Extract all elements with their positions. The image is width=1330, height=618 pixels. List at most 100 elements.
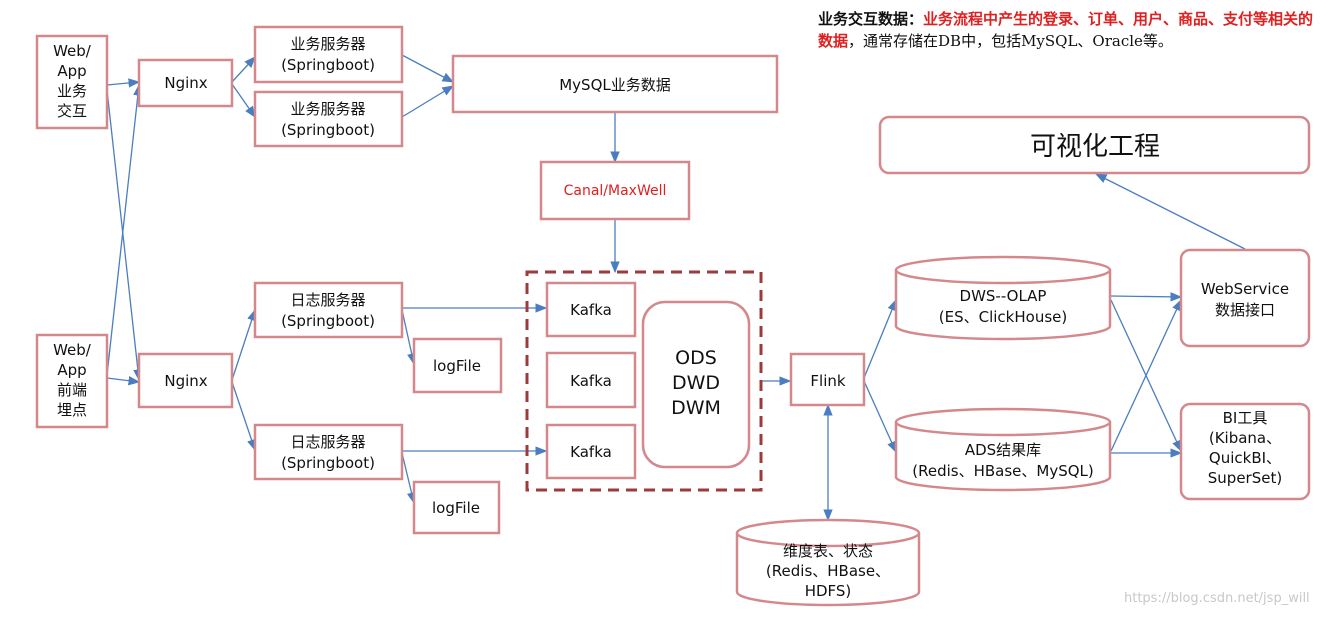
edge-dws-webservice (1110, 292, 1183, 302)
node-log-server-1: 日志服务器 (Springboot) (253, 281, 404, 339)
edge-log2-logfile2 (401, 452, 417, 505)
node-web-app-biz: Web/App 业务交互 (35, 34, 109, 130)
edge-nginx-log1 (231, 308, 257, 381)
node-nginx-bottom: Nginx (137, 352, 234, 409)
ods-line-2: DWD (672, 372, 720, 394)
ods-line-1: ODS (675, 347, 717, 369)
logfile-2-label: logFile (432, 499, 480, 517)
watermark: https://blog.csdn.net/jsp_will (1124, 591, 1310, 606)
edge-nginx-log2 (231, 381, 257, 452)
node-mysql: MySQL业务数据 (451, 54, 779, 114)
edge-trackapp-nginx-bottom (106, 376, 141, 386)
web-app-track-line-3: 前端 (57, 381, 87, 399)
node-canal: Canal/MaxWell (539, 160, 691, 221)
web-app-track-line-1: Web/ (53, 341, 92, 359)
bi-line-3: QuickBI、 (1209, 449, 1281, 467)
kafka-warehouse-group (525, 270, 763, 492)
bi-line-4: SuperSet) (1208, 469, 1282, 487)
edge-ads-webservice (1110, 298, 1182, 452)
nginx-top-label: Nginx (164, 74, 207, 92)
biz-server-2-line-1: 业务服务器 (290, 100, 365, 118)
node-bi: BI工具 (Kibana、 QuickBI、 SuperSet) (1179, 402, 1311, 501)
node-visual: 可视化工程 (878, 115, 1311, 175)
logfile-1-label: logFile (433, 357, 481, 375)
edge-webservice-visual (1094, 173, 1246, 250)
node-nginx-top: Nginx (137, 58, 234, 108)
edge-trackapp-nginx-top (106, 83, 143, 376)
dws-line-1: DWS--OLAP (960, 287, 1047, 305)
web-app-track-line-2: App (57, 361, 86, 379)
node-web-app-track: Web/App 前端埋点 (35, 333, 109, 429)
edge-biz2-mysql (401, 85, 454, 118)
edge-bizapp-nginx-top (106, 78, 141, 88)
node-logfile-2: logFile (412, 480, 501, 535)
web-app-biz-line-1: Web/ (53, 42, 92, 60)
note-highlight: 业务流程中产生的登录、订单、用户、商品、支付等相关的数据 (818, 10, 1314, 50)
nginx-bottom-label: Nginx (164, 372, 207, 390)
webservice-line-1: WebService (1201, 280, 1289, 298)
note-rest: ，通常存储在DB中，包括MySQL、Oracle等。 (848, 32, 1173, 50)
web-app-biz-line-3: 业务 (57, 82, 87, 100)
biz-server-2-line-2: (Springboot) (281, 121, 375, 139)
edges (106, 54, 1246, 522)
svg-text:ADS结果库(Redis、HBase、MySQL): ADS结果库 (Redis、HBase、MySQL) (912, 441, 1094, 480)
log-server-1-line-2: (Springboot) (281, 312, 375, 330)
svg-text:BI工具(Kibana、QuickBI、SuperSet): BI工具 (Kibana、 QuickBI、 SuperSet) (1208, 409, 1282, 487)
node-ads: ADS结果库 (Redis、HBase、MySQL) (894, 407, 1112, 492)
visual-label: 可视化工程 (1030, 132, 1160, 162)
bi-line-1: BI工具 (1223, 409, 1268, 427)
log-server-1-line-1: 日志服务器 (290, 291, 365, 309)
svg-text:维度表、状态(Redis、HBase、HDFS): 维度表、状态 (Redis、HBase、 HDFS) (766, 542, 890, 600)
ads-line-1: ADS结果库 (965, 441, 1041, 459)
biz-server-1-line-1: 业务服务器 (290, 35, 365, 53)
edge-flink-ads (863, 380, 897, 454)
node-logfile-1: logFile (412, 337, 503, 394)
node-ods: ODS DWD DWM (641, 300, 751, 469)
node-biz-server-2: 业务服务器 (Springboot) (253, 90, 404, 148)
node-kafka-3: Kafka (545, 423, 637, 480)
svg-text:业务服务器(Springboot): 业务服务器 (Springboot) (281, 100, 375, 139)
canal-label: Canal/MaxWell (564, 183, 667, 199)
biz-server-1-line-2: (Springboot) (281, 56, 375, 74)
node-kafka-1: Kafka (545, 281, 637, 338)
node-dws: DWS--OLAP (ES、ClickHouse) (894, 255, 1112, 341)
kafka-2-label: Kafka (570, 372, 612, 390)
node-kafka-2: Kafka (545, 351, 637, 409)
svg-text:日志服务器(Springboot): 日志服务器 (Springboot) (281, 291, 375, 330)
node-flink: Flink (789, 352, 866, 407)
dws-line-2: (ES、ClickHouse) (939, 308, 1067, 326)
bi-line-2: (Kibana、 (1209, 429, 1281, 447)
svg-text:DWS--OLAP(ES、ClickHouse): DWS--OLAP (ES、ClickHouse) (939, 287, 1067, 326)
log-server-2-line-1: 日志服务器 (290, 433, 365, 451)
web-app-track-line-4: 埋点 (57, 401, 87, 419)
node-log-server-2: 日志服务器 (Springboot) (253, 423, 404, 481)
business-data-note: 业务交互数据：业务流程中产生的登录、订单、用户、商品、支付等相关的数据，通常存储… (818, 8, 1328, 52)
note-title: 业务交互数据： (818, 10, 924, 28)
web-app-biz-line-4: 交互 (57, 102, 87, 120)
node-dim: 维度表、状态 (Redis、HBase、 HDFS) (735, 518, 921, 607)
mysql-label: MySQL业务数据 (559, 76, 671, 94)
kafka-1-label: Kafka (570, 301, 612, 319)
web-app-biz-line-2: App (57, 62, 86, 80)
node-biz-server-1: 业务服务器 (Springboot) (253, 25, 404, 84)
kafka-3-label: Kafka (570, 443, 612, 461)
edge-log1-logfile1 (401, 309, 417, 366)
dim-line-3: HDFS) (805, 582, 852, 600)
edge-flink-dws (863, 298, 897, 379)
dim-line-2: (Redis、HBase、 (766, 562, 890, 580)
svg-text:业务服务器(Springboot): 业务服务器 (Springboot) (281, 35, 375, 74)
edge-nginx-biz2 (231, 83, 256, 118)
log-server-2-line-2: (Springboot) (281, 454, 375, 472)
edge-nginx-biz1 (231, 56, 256, 83)
ads-line-2: (Redis、HBase、MySQL) (912, 462, 1094, 480)
ods-line-3: DWM (671, 397, 721, 419)
edge-biz1-mysql (401, 54, 455, 83)
svg-text:日志服务器(Springboot): 日志服务器 (Springboot) (281, 433, 375, 472)
dim-line-1: 维度表、状态 (783, 542, 873, 560)
flink-label: Flink (810, 372, 845, 390)
